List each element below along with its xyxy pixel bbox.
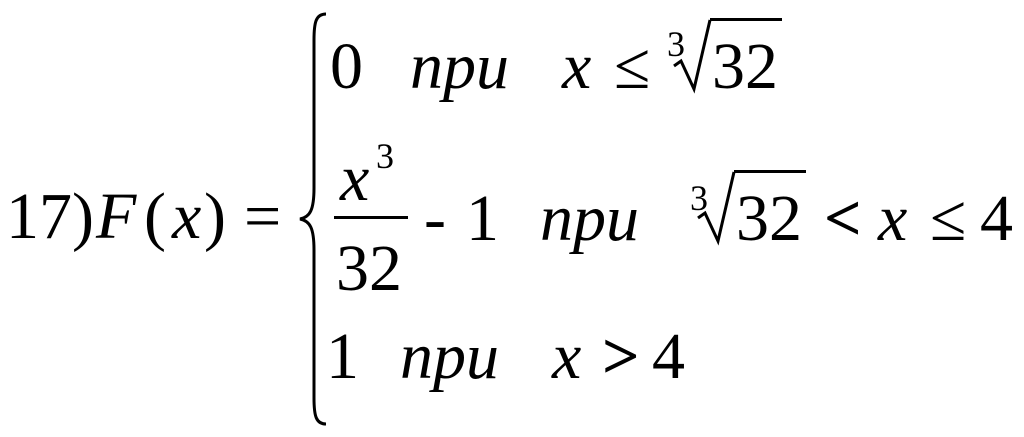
case3-greater-than: > [602, 320, 640, 393]
left-brace-icon [299, 12, 327, 426]
case2-leq: ≤ [930, 182, 967, 255]
case1-vinculum [710, 18, 782, 21]
case3-variable: x [552, 320, 582, 393]
case1-leq: ≤ [614, 30, 651, 103]
case3-value: 1 [326, 320, 359, 393]
case2-less-than: < [824, 182, 862, 255]
case2-word: при [540, 182, 639, 255]
case2-root-index: 3 [690, 178, 708, 218]
case2-bound: 4 [980, 182, 1013, 255]
equation-number: 17) [6, 180, 94, 253]
case2-fraction-bar [334, 216, 408, 219]
case2-numerator-exponent: 3 [376, 136, 394, 176]
case2-variable: x [878, 182, 908, 255]
case2-radicand: 32 [736, 182, 802, 255]
case1-value: 0 [330, 30, 363, 103]
case2-minus: - [424, 182, 446, 255]
open-paren: ( [144, 180, 166, 253]
case1-radical-icon [673, 19, 712, 94]
case1-radicand: 32 [712, 30, 778, 103]
close-paren: ) [204, 180, 226, 253]
case2-denominator: 32 [336, 232, 402, 305]
function-variable: x [172, 180, 202, 253]
case1-variable: x [562, 30, 592, 103]
case2-numerator-base: x [340, 142, 370, 215]
case1-root-index: 3 [667, 24, 685, 64]
case3-bound: 4 [652, 320, 685, 393]
function-name: F [96, 180, 137, 253]
case3-word: при [400, 320, 499, 393]
case2-one: 1 [466, 182, 499, 255]
case2-vinculum [734, 170, 806, 173]
case1-word: при [410, 30, 509, 103]
equals-sign: = [244, 180, 282, 253]
case2-radical-icon [697, 171, 736, 246]
